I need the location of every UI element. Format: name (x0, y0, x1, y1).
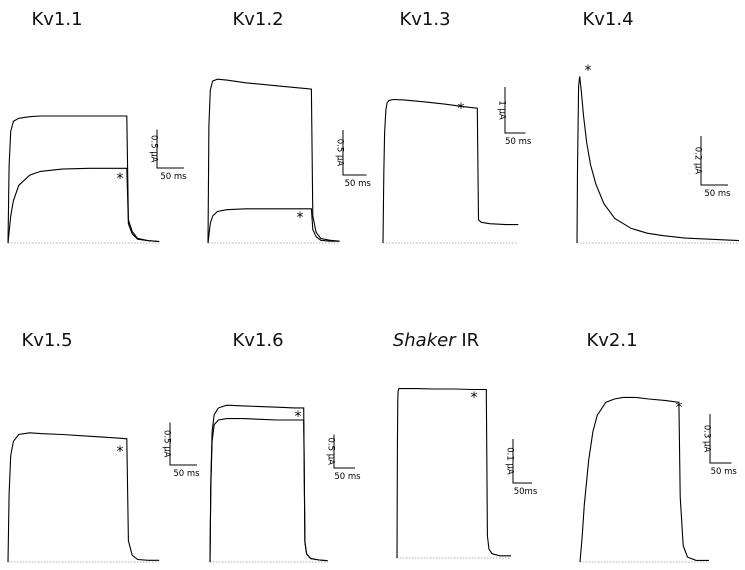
panel-title: Shaker IR (393, 330, 479, 351)
asterisk-annotation: * (297, 210, 304, 226)
panel-4: Kv1.4 0.2 μA 50 ms * (576, 9, 740, 244)
scale-bar-time-label: 50 ms (711, 467, 738, 477)
panel-title: Kv1.3 (399, 9, 450, 30)
scale-bar-current-label: 0.5 μA (149, 135, 159, 163)
current-trace-1 (7, 115, 160, 244)
scale-bar-time-label: 50 ms (160, 172, 187, 182)
scale-bar-lines (342, 130, 367, 176)
current-trace-2 (207, 208, 340, 244)
panel-title-italic-part: Shaker (393, 330, 457, 351)
scale-bar-time-label: 50ms (514, 487, 538, 497)
current-trace-2 (7, 167, 160, 244)
panel-title-rest: IR (456, 330, 480, 351)
current-trace-1 (7, 432, 160, 563)
panel-2: Kv1.2 0.5 μA 50 ms * (207, 9, 372, 244)
scale-bar-current-label: 1 μA (497, 100, 507, 120)
scale-bar-lines (512, 439, 532, 484)
current-trace-1 (209, 404, 328, 563)
scale-bar-lines (333, 434, 355, 469)
scale-bar-time-label: 50 ms (334, 472, 361, 482)
scale-bar-time-label: 50 ms (173, 469, 200, 479)
scale-bar: 0.3 μA 50 ms (702, 414, 738, 477)
scale-bar-current-label: 0.5 μA (162, 430, 172, 458)
current-trace-1 (207, 78, 340, 244)
scale-bar: 0.5 μA 50 ms (326, 434, 361, 482)
scale-bar-lines (700, 136, 728, 186)
scale-bar: 1 μA 50 ms (497, 87, 532, 147)
scale-bar-current-label: 0.5 μA (335, 139, 345, 167)
panel-title: Kv1.5 (21, 330, 72, 351)
scale-bar-current-label: 0.1 μA (505, 447, 515, 475)
scale-bar-time-label: 50 ms (704, 189, 731, 199)
scale-bar: 0.1 μA 50ms (505, 439, 538, 497)
scale-bar-lines (709, 414, 732, 464)
panel-5: Kv1.5 0.5 μA 50 ms * (7, 330, 200, 563)
panel-title: Kv1.1 (31, 9, 82, 30)
scale-bar-time-label: 50 ms (345, 179, 372, 189)
panel-6: Kv1.6 0.5 μA 50 ms * (209, 330, 361, 563)
scale-bar-current-label: 0.2 μA (693, 147, 703, 175)
asterisk-annotation: * (295, 409, 302, 425)
panel-8: Kv2.1 0.3 μA 50 ms * (579, 330, 738, 563)
current-trace-2 (209, 418, 328, 563)
scale-bar: 0.5 μA 50 ms (335, 130, 372, 189)
current-trace-1 (579, 396, 709, 563)
asterisk-annotation: * (585, 63, 592, 79)
asterisk-annotation: * (676, 400, 683, 416)
asterisk-annotation: * (117, 444, 124, 460)
scale-bar: 0.2 μA 50 ms (693, 136, 731, 199)
scale-bar-current-label: 0.5 μA (326, 438, 336, 466)
asterisk-annotation: * (458, 101, 465, 117)
current-trace-1 (396, 388, 511, 559)
asterisk-annotation: * (471, 390, 478, 406)
scale-bar: 0.5 μA 50 ms (162, 422, 200, 479)
scale-bar-time-label: 50 ms (505, 137, 532, 147)
panel-3: Kv1.3 1 μA 50 ms * (382, 9, 532, 244)
current-trace-1 (382, 98, 519, 244)
scale-bar-lines (156, 129, 184, 169)
scale-bar-current-label: 0.3 μA (702, 425, 712, 453)
panel-title: Kv2.1 (586, 330, 637, 351)
panel-7: Shaker IR 0.1 μA 50ms * (393, 330, 538, 559)
scale-bar-lines (504, 87, 526, 134)
asterisk-annotation: * (117, 171, 124, 187)
panel-title: Kv1.4 (582, 9, 633, 30)
panel-title: Kv1.2 (232, 9, 283, 30)
current-trace-1 (576, 76, 740, 244)
panel-title: Kv1.6 (232, 330, 283, 351)
scale-bar-lines (169, 422, 197, 466)
